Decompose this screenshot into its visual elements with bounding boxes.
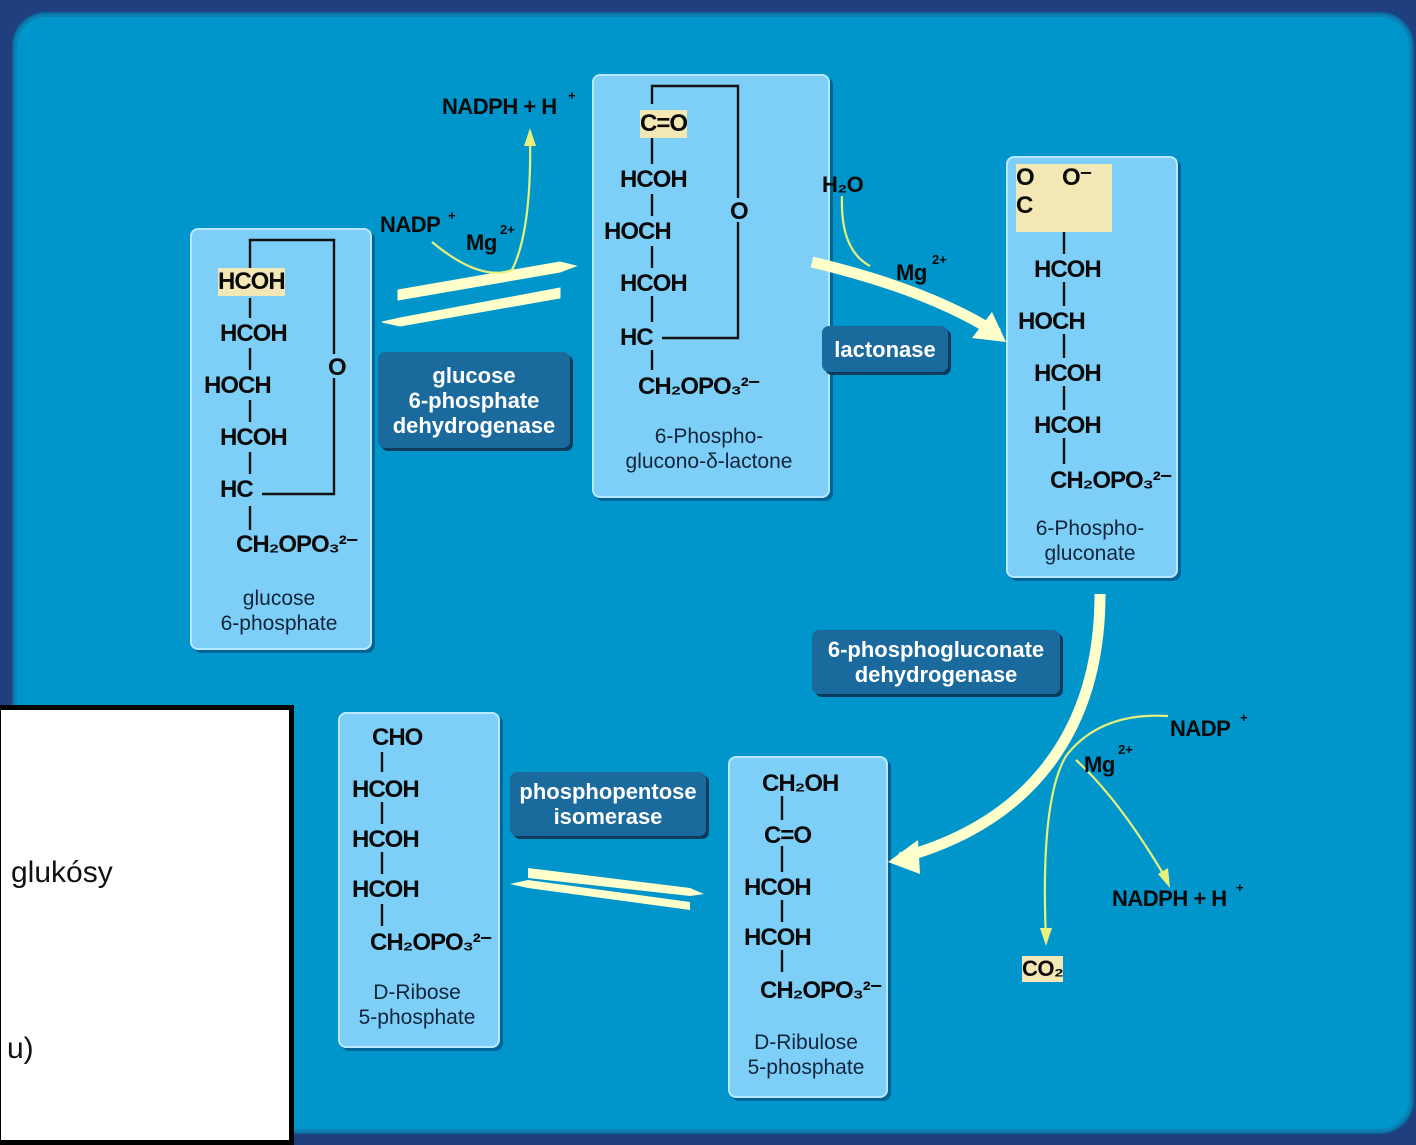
lactone-c5: HC [620,324,654,351]
ribose-c5: CH₂OPO₃²⁻ [370,929,492,956]
glucose-6-phosphate-panel [190,228,372,650]
co2-label: CO₂ [1022,956,1064,982]
glucose-c6: CH₂OPO₃²⁻ [236,531,358,558]
overlay-text-box: glukósy u) [0,705,294,1145]
phosphopentose-isomerase-label: phosphopentose isomerase [510,772,706,836]
ribose-c2: HCOH [352,776,420,803]
mg-charge-2: 2+ [932,252,947,267]
ribulose-c5: CH₂OPO₃²⁻ [760,977,882,1004]
water-label: H₂O [822,172,864,197]
ribose-c3: HCOH [352,826,420,853]
nadph-charge-1: + [568,88,576,103]
nadph-label-1: NADPH + H [442,94,557,119]
overlay-text-line-1: glukósy [11,856,113,889]
carboxylate-highlight: O O⁻ C [1016,164,1112,232]
nadph-charge-2: + [1236,880,1244,895]
nadp-label-2: NADP [1170,716,1231,741]
ribulose-5-phosphate-panel [728,756,888,1098]
gluconate-c2: HCOH [1034,256,1102,283]
gluconate-c4: HCOH [1034,360,1102,387]
lactone-c4: HCOH [620,270,688,297]
nadp-label-1: NADP [380,212,441,237]
gluconate-c3: HOCH [1018,308,1086,335]
lactone-c3: HOCH [604,218,672,245]
ribulose-c1: CH₂OH [762,770,839,797]
ribulose-c3: HCOH [744,874,812,901]
gluconate-c5: HCOH [1034,412,1102,439]
ribose-c4: HCOH [352,876,420,903]
glucose-c2: HCOH [220,320,288,347]
mg-label-1: Mg [466,230,497,255]
lactone-carbonyl-highlight: C=O [640,110,688,138]
mg-label-3: Mg [1084,752,1115,777]
lactone-ring-oxygen: O [730,198,749,225]
6-phosphogluconate-dehydrogenase-label: 6-phosphogluconate dehydrogenase [812,630,1060,694]
mg-charge-1: 2+ [500,222,515,237]
overlay-text-line-2: u) [7,1032,34,1065]
ribose-c1: CHO [372,724,423,751]
glucose-c3: HOCH [204,372,272,399]
mg-label-2: Mg [896,260,927,285]
mg-charge-3: 2+ [1118,742,1133,757]
glucose-ring-oxygen: O [328,354,347,381]
glucose-c5: HC [220,476,254,503]
lactonase-label: lactonase [822,326,948,372]
nadp-charge-1: + [448,208,456,223]
lactone-c6: CH₂OPO₃²⁻ [638,373,760,400]
ribulose-c4: HCOH [744,924,812,951]
glucose-c4: HCOH [220,424,288,451]
lactone-caption: 6-Phospho- glucono-δ-lactone [625,425,793,473]
glucose-6-phosphate-caption: glucose 6-phosphate [220,587,338,635]
ribose-5-phosphate-panel [338,712,500,1048]
c1-highlight: HCOH [218,268,286,296]
nadp-charge-2: + [1240,710,1248,725]
ribulose-c2: C=O [764,822,812,849]
glucose-6-phosphate-dehydrogenase-label: glucose 6-phosphate dehydrogenase [378,352,570,448]
nadph-label-2: NADPH + H [1112,886,1227,911]
phosphogluconate-caption: 6-Phospho- gluconate [1035,517,1145,565]
lactone-c2: HCOH [620,166,688,193]
gluconate-c6: CH₂OPO₃²⁻ [1050,467,1172,494]
lactone-panel [592,74,830,498]
ribulose-5-phosphate-caption: D-Ribulose 5-phosphate [747,1031,865,1079]
ribose-5-phosphate-caption: D-Ribose 5-phosphate [358,981,476,1029]
